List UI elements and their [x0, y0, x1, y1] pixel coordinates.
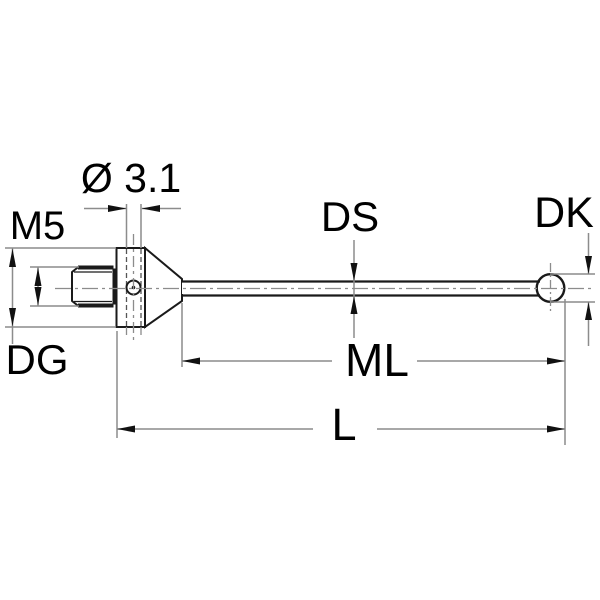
dim-ball-diameter: [550, 233, 595, 346]
dim-arrow-left: [182, 357, 200, 365]
bore-hidden-lines: [125, 249, 142, 335]
dim-base-diameter: [5, 247, 116, 344]
label-ball-diameter: DK: [534, 189, 594, 237]
dim-stem-diameter: [350, 240, 358, 338]
taper-cone: [144, 245, 183, 329]
label-stem-diameter: DS: [321, 193, 379, 240]
dim-bore-diameter: [84, 204, 181, 248]
dim-arrow-up: [34, 267, 42, 286]
dim-arrow-right: [547, 357, 565, 365]
dim-overall-length: [116, 331, 565, 438]
extension-line: [550, 273, 595, 303]
extension-line: [5, 247, 116, 328]
dim-arrow-down: [9, 308, 16, 327]
dim-arrow-down: [34, 287, 42, 306]
dim-arrow-left: [141, 205, 160, 212]
extension-line: [125, 204, 142, 248]
label-measuring-length: ML: [345, 334, 409, 386]
m5-thread: [71, 265, 116, 308]
label-base-diameter: DG: [6, 336, 69, 383]
extension-line: [181, 299, 566, 445]
dim-arrow-up: [350, 296, 358, 314]
dim-arrow-down: [585, 256, 592, 274]
dim-arrow-down: [350, 263, 358, 281]
dim-thread: [30, 266, 79, 307]
label-thread-size: M5: [10, 204, 66, 248]
dim-arrow-right: [547, 425, 565, 433]
label-overall-length: L: [331, 399, 356, 450]
dim-arrow-left: [117, 425, 135, 433]
label-bore-diameter: Ø 3.1: [81, 155, 181, 201]
dim-measuring-length: [181, 299, 566, 445]
dim-arrow-right: [108, 205, 127, 212]
dim-arrow-up: [585, 302, 592, 320]
thread-body: [72, 266, 114, 307]
dim-arrow-up: [9, 248, 16, 267]
